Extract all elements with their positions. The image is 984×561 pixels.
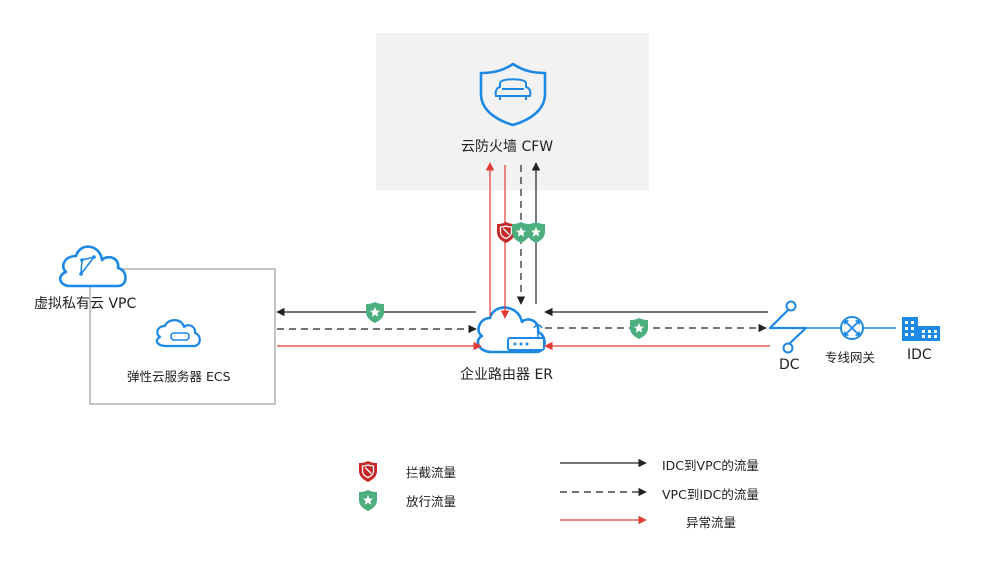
legend-vpc-to-idc-label: VPC到IDC的流量 bbox=[662, 487, 759, 502]
dc-icon bbox=[768, 300, 808, 354]
vpc-label: 虚拟私有云 VPC bbox=[34, 296, 137, 312]
legend-allowed-label: 放行流量 bbox=[406, 494, 457, 509]
legend-idc-to-vpc-label: IDC到VPC的流量 bbox=[662, 458, 759, 473]
allowed-shield-left bbox=[366, 302, 384, 323]
cloud-router-icon bbox=[476, 306, 546, 354]
idc-label: IDC bbox=[907, 347, 932, 363]
dc-label: DC bbox=[779, 357, 800, 373]
building-icon bbox=[902, 317, 940, 341]
legend-blocked-icon bbox=[358, 460, 378, 483]
legend-abnormal-label: 异常流量 bbox=[686, 515, 737, 530]
legend-allowed-icon bbox=[359, 490, 377, 511]
cloud-icon bbox=[58, 245, 127, 288]
gateway-icon bbox=[840, 316, 864, 340]
vpc-box bbox=[89, 268, 276, 405]
legend-blocked-label: 拦截流量 bbox=[406, 465, 457, 480]
ecs-label: 弹性云服务器 ECS bbox=[127, 369, 231, 384]
allowed-shield-marker-2 bbox=[527, 222, 545, 243]
cfw-area bbox=[376, 33, 649, 190]
gateway-label: 专线网关 bbox=[825, 350, 876, 365]
er-label: 企业路由器 ER bbox=[460, 367, 554, 383]
cloud-server-icon bbox=[155, 319, 201, 348]
allowed-shield-right bbox=[630, 318, 648, 339]
cfw-label: 云防火墙 CFW bbox=[461, 139, 554, 155]
shield-icon bbox=[479, 62, 547, 127]
